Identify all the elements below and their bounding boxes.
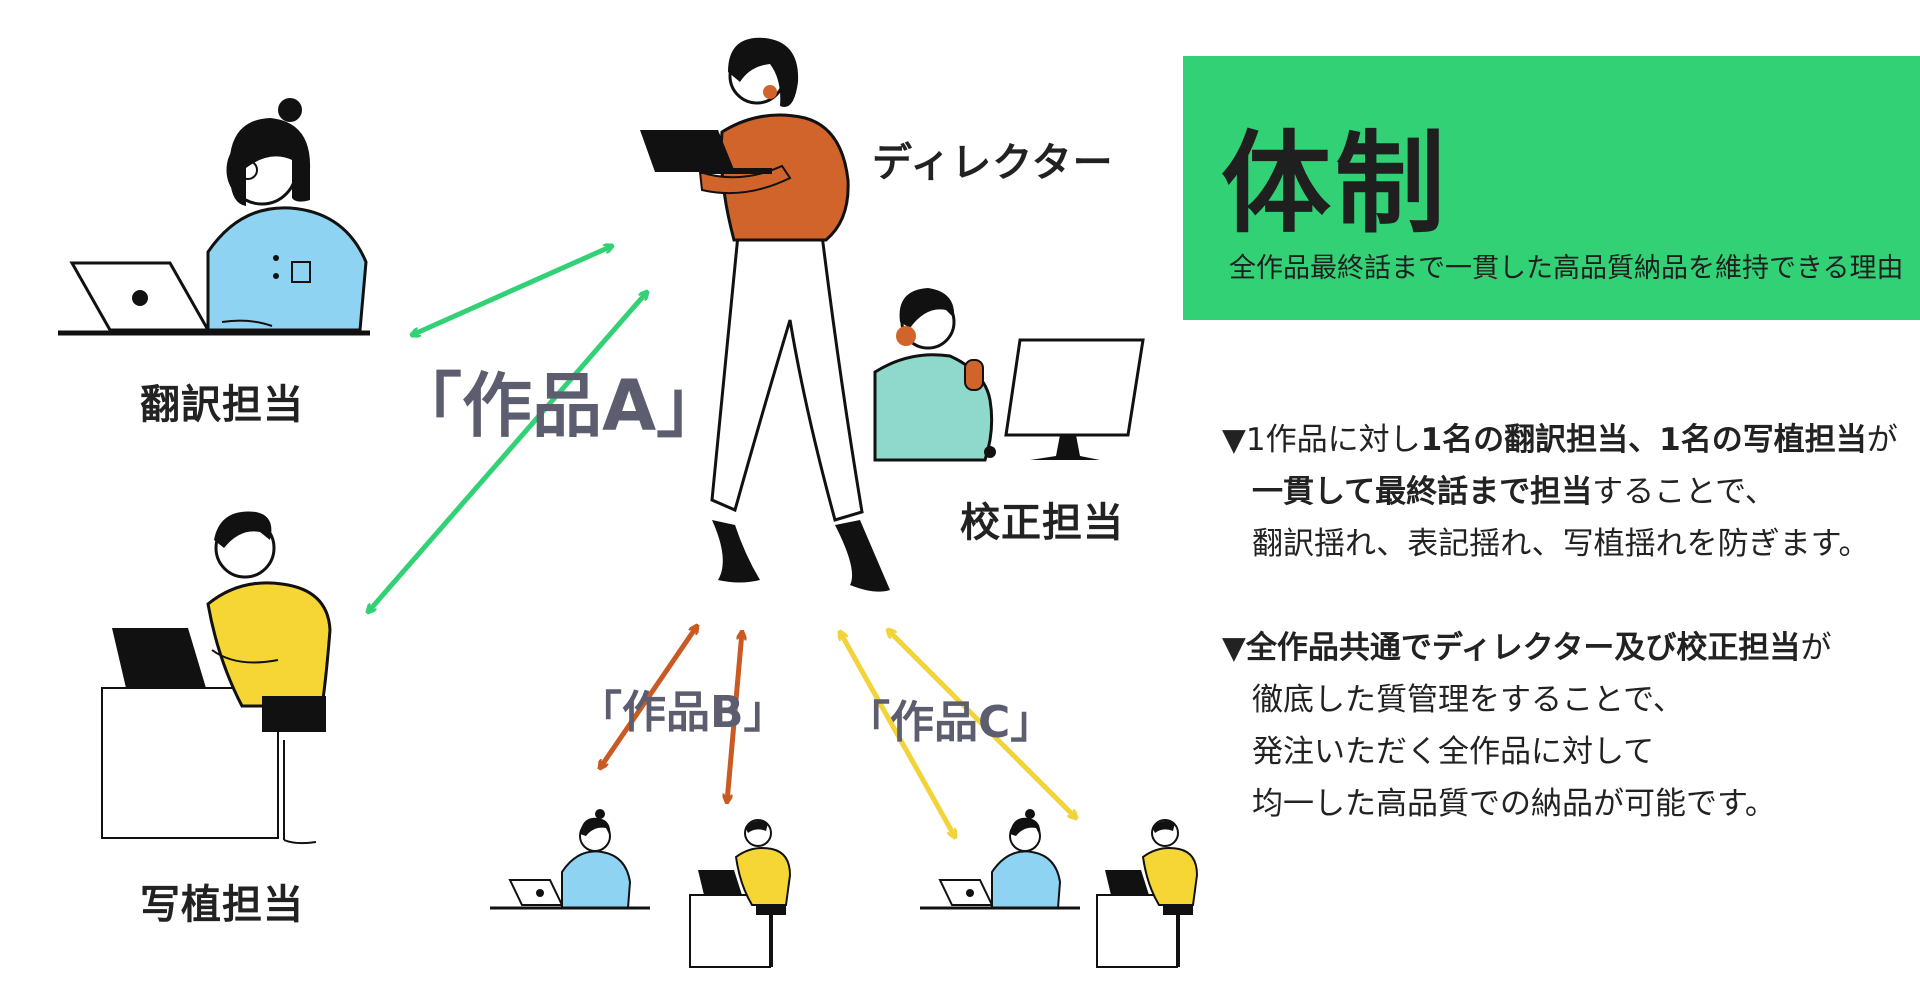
p1-line-2: 一貫して最終話まで担当することで、 (1222, 466, 1898, 518)
p1-marker: ▼ (1222, 422, 1246, 458)
arrow-work-c-typesetter (888, 630, 1076, 818)
p1-l1-e: が (1866, 422, 1898, 458)
proofreader-figure (873, 288, 1145, 462)
translator-figure (58, 98, 370, 336)
description-paragraph-1: ▼1作品に対し1名の翻訳担当、1名の写植担当が 一貫して最終話まで担当することで… (1222, 414, 1898, 570)
page-title: 体制 (1221, 120, 1449, 248)
arrow-work-b-translator (600, 626, 697, 768)
arrow-director-translator (412, 246, 612, 335)
p2-line-2: 徹底した質管理をすることで、 (1252, 682, 1684, 718)
work-c-translator-figure (918, 807, 1082, 910)
p1-l1-d: 1名の写植担当 (1659, 422, 1867, 458)
p2-line-4: 均一した高品質での納品が可能です。 (1252, 786, 1776, 822)
p2-marker: ▼ (1222, 630, 1246, 666)
title-banner: 体制 全作品最終話まで一貫した高品質納品を維持できる理由 (1183, 56, 1920, 320)
p2-l1-b: が (1800, 630, 1832, 666)
work-a-label: 「作品A」 (392, 365, 727, 447)
translator-label: 翻訳担当 (140, 382, 304, 428)
typesetter-figure (101, 511, 332, 845)
p1-line-3: 翻訳揺れ、表記揺れ、写植揺れを防ぎます。 (1252, 526, 1870, 562)
p1-l1-a: 1作品に対し (1245, 422, 1421, 458)
p1-l1-b: 1名の翻訳担当 (1420, 422, 1629, 458)
p1-line-1: ▼1作品に対し1名の翻訳担当、1名の写植担当が (1222, 414, 1898, 466)
p1-l2-a: 一貫して最終話まで担当 (1252, 474, 1593, 510)
p2-l1-a: 全作品共通でディレクター及び校正担当 (1245, 630, 1801, 666)
work-c-label: 「作品C」 (846, 697, 1055, 748)
typesetter-label: 写植担当 (140, 882, 304, 928)
p1-l2-b: することで、 (1592, 474, 1776, 510)
arrow-director-typesetter (368, 292, 647, 612)
page-subtitle: 全作品最終話まで一貫した高品質納品を維持できる理由 (1229, 253, 1904, 284)
director-figure (640, 37, 890, 592)
work-c-typesetter-figure (1096, 819, 1198, 968)
director-label: ディレクター (872, 140, 1114, 186)
work-b-typesetter-figure (689, 819, 791, 968)
work-b-label: 「作品B」 (578, 687, 788, 738)
proofreader-label: 校正担当 (960, 500, 1124, 546)
p1-l1-c: 、 (1628, 422, 1660, 458)
work-b-translator-figure (488, 807, 652, 910)
arrow-work-b-typesetter (727, 632, 742, 802)
p2-line-3: 発注いただく全作品に対して (1252, 734, 1655, 770)
p2-line-1: ▼全作品共通でディレクター及び校正担当が (1222, 622, 1831, 674)
description-paragraph-2: ▼全作品共通でディレクター及び校正担当が 徹底した質管理をすることで、 発注いた… (1222, 622, 1831, 830)
